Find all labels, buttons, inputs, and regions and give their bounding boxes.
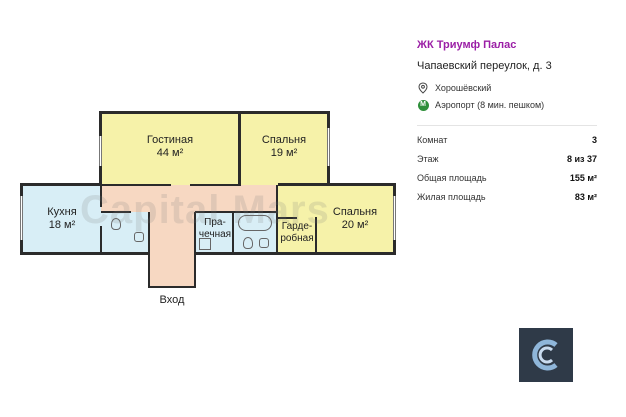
laundry-line-2: чечная: [198, 229, 232, 240]
living-label: Гостиная 44 м²: [140, 134, 200, 160]
watermark: Capital Mars: [80, 188, 330, 232]
bedroom-1-area: 19 м²: [270, 147, 298, 159]
wall: [100, 185, 102, 207]
laundry-line-1: Пра-: [204, 217, 226, 228]
wall: [101, 211, 131, 213]
bathtub-icon: [238, 215, 272, 231]
listing-title[interactable]: ЖК Триумф Палас: [417, 39, 517, 51]
stat-value: 155 м²: [569, 173, 597, 183]
stat-key: Общая площадь: [417, 173, 487, 183]
room-bedroom-2-lower: [316, 218, 394, 253]
wall: [277, 217, 297, 219]
wall: [278, 183, 396, 186]
wall: [195, 211, 277, 213]
wall: [315, 217, 317, 253]
district-name: Хорошёвский: [435, 83, 492, 93]
room-bedroom-1: [240, 113, 328, 185]
stat-value: 3: [591, 135, 597, 145]
stat-total-area: Общая площадь 155 м²: [417, 172, 597, 184]
bedroom-2-name: Спальня: [332, 206, 378, 218]
bedroom-1-label: Спальня 19 м²: [254, 134, 314, 160]
kitchen-area: 18 м²: [48, 219, 76, 231]
metro-name: Аэропорт (8 мин. пешком): [435, 100, 545, 110]
stat-rooms: Комнат 3: [417, 134, 597, 146]
window: [20, 196, 23, 240]
sink-icon: [259, 238, 269, 248]
stat-value: 8 из 37: [566, 154, 597, 164]
capital-mars-logo-icon: [519, 328, 573, 382]
window: [327, 128, 330, 166]
wall: [238, 111, 241, 186]
metro-row: М Аэропорт (8 мин. пешком): [417, 99, 597, 111]
listing-info: ЖК Триумф Палас Чапаевский переулок, д. …: [417, 38, 597, 203]
living-name: Гостиная: [146, 134, 194, 146]
kitchen-name: Кухня: [47, 206, 77, 218]
room-kitchen: [22, 185, 101, 253]
wall: [100, 226, 102, 253]
entrance-label: Вход: [159, 294, 185, 306]
wall: [194, 212, 196, 288]
stat-key: Этаж: [417, 154, 439, 164]
window: [99, 136, 102, 166]
stat-value: 83 м²: [574, 192, 597, 202]
wall: [232, 212, 234, 253]
wall: [20, 252, 150, 255]
metro-icon: М: [417, 99, 429, 111]
room-laundry: [195, 212, 233, 253]
wall: [20, 183, 102, 186]
wall: [276, 185, 278, 253]
location-pin-icon: [417, 82, 429, 94]
washer-icon: [199, 238, 211, 250]
kitchen-label: Кухня 18 м²: [32, 206, 92, 232]
bedroom-1-name: Спальня: [261, 134, 307, 146]
wall: [194, 252, 396, 255]
sink-icon: [134, 232, 144, 242]
living-area: 44 м²: [156, 147, 184, 159]
stat-key: Комнат: [417, 135, 448, 145]
toilet-icon: [111, 218, 121, 230]
bedroom-2-area: 20 м²: [341, 219, 369, 231]
toilet-icon: [243, 237, 253, 249]
wall: [101, 184, 171, 186]
laundry-label: Пра- чечная: [193, 217, 237, 241]
wardrobe-line-2: робная: [280, 233, 314, 244]
wall: [148, 286, 196, 288]
wall: [190, 184, 240, 186]
room-living: [101, 113, 240, 185]
stat-key: Жилая площадь: [417, 192, 486, 202]
room-corridor: [101, 185, 278, 212]
wall: [148, 212, 150, 288]
stat-floor: Этаж 8 из 37: [417, 153, 597, 165]
stat-living-area: Жилая площадь 83 м²: [417, 191, 597, 203]
floor-plan: Capital Mars Гостиная 44 м² Спальня 19 м…: [20, 111, 396, 306]
listing-address: Чапаевский переулок, д. 3: [417, 60, 552, 72]
wardrobe-line-1: Гарде-: [281, 221, 313, 232]
wall: [99, 111, 330, 114]
room-corridor-lower: [149, 212, 195, 287]
wardrobe-label: Гарде- робная: [276, 221, 318, 245]
district-row: Хорошёвский: [417, 82, 597, 94]
window: [393, 196, 396, 240]
divider: [417, 125, 597, 126]
metro-letter: М: [417, 99, 429, 111]
bedroom-2-label: Спальня 20 м²: [325, 206, 385, 232]
